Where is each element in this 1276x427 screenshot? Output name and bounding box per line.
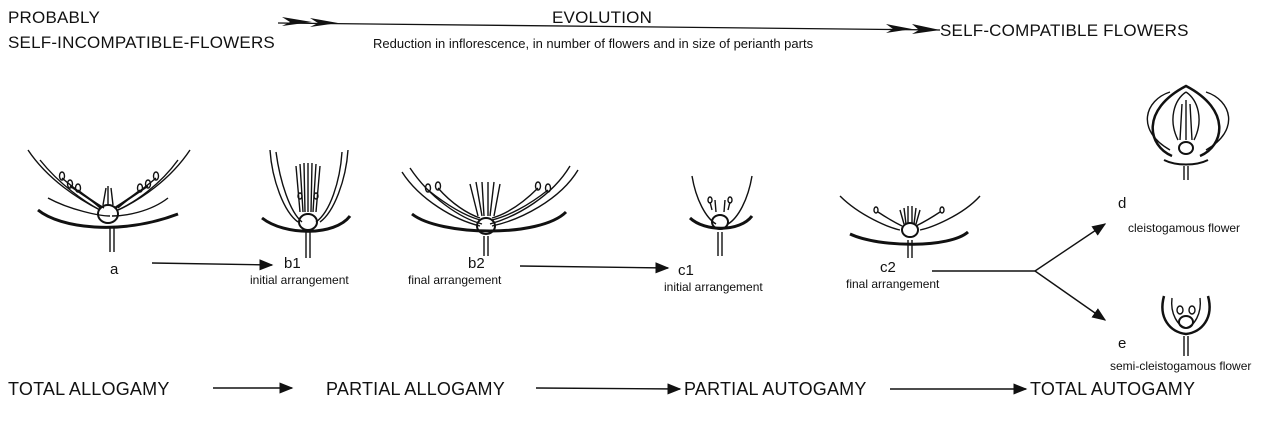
flower-a-label: a — [110, 262, 118, 277]
flower-c2-label: c2 — [880, 260, 896, 275]
flower-c2-caption: final arrangement — [846, 278, 939, 290]
flower-c1-caption: initial arrangement — [664, 281, 763, 293]
double-arrowhead-icon — [282, 17, 312, 26]
header-right: SELF-COMPATIBLE FLOWERS — [940, 22, 1189, 39]
evolution-subtitle: Reduction in inflorescence, in number of… — [373, 37, 813, 50]
flower-b1-label: b1 — [284, 256, 301, 271]
flower-d-illustration — [1147, 86, 1228, 180]
flower-d-label: d — [1118, 196, 1126, 211]
stage-total-autogamy: TOTAL AUTOGAMY — [1030, 380, 1195, 398]
flower-c1-illustration — [690, 176, 752, 256]
flower-e-caption: semi-cleistogamous flower — [1110, 360, 1251, 372]
flower-b2-label: b2 — [468, 256, 485, 271]
flower-e-label: e — [1118, 336, 1126, 351]
evolution-title: EVOLUTION — [552, 9, 652, 26]
flower-b1-caption: initial arrangement — [250, 274, 349, 286]
flower-a-illustration — [28, 150, 190, 252]
stage-total-allogamy: TOTAL ALLOGAMY — [8, 380, 170, 398]
flower-e-illustration — [1162, 296, 1209, 356]
arrow-to-d — [1035, 224, 1105, 271]
flower-b2-caption: final arrangement — [408, 274, 501, 286]
stage-partial-autogamy: PARTIAL AUTOGAMY — [684, 380, 867, 398]
header-left-line2: SELF-INCOMPATIBLE-FLOWERS — [8, 34, 275, 51]
header-left-line1: PROBABLY — [8, 9, 100, 26]
flower-d-caption: cleistogamous flower — [1128, 222, 1240, 234]
arrow-to-e — [1035, 271, 1105, 320]
stage-partial-allogamy: PARTIAL ALLOGAMY — [326, 380, 505, 398]
arrow-b2-to-c1 — [520, 266, 668, 268]
flower-b1-illustration — [262, 150, 350, 258]
stage-arrow-2 — [536, 388, 680, 389]
flower-b2-illustration — [402, 166, 578, 256]
flower-c2-illustration — [840, 196, 980, 258]
flower-c1-label: c1 — [678, 263, 694, 278]
arrow-a-to-b1 — [152, 263, 272, 265]
